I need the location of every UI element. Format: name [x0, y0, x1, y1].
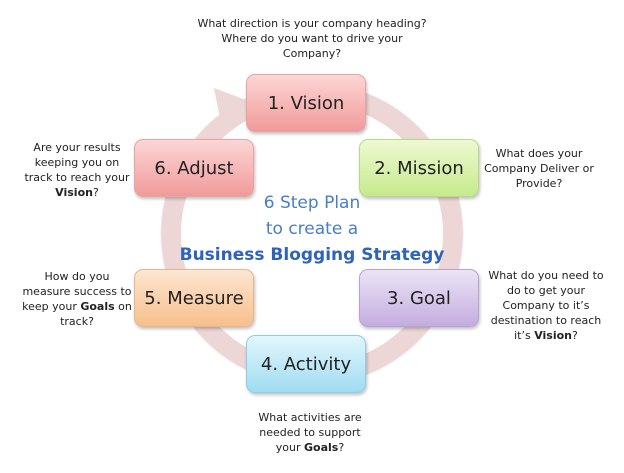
- question-line: Company Deliver or: [484, 162, 594, 175]
- title-line: Business Blogging Strategy: [179, 245, 445, 265]
- emphasis: Vision: [534, 329, 573, 342]
- question-line: Provide?: [515, 177, 563, 190]
- question-line: your Goals?: [250, 440, 370, 455]
- question-line: Are your results: [33, 141, 121, 154]
- question-line: do to get your: [506, 284, 586, 297]
- question-line: destination to reach: [490, 314, 602, 327]
- step-vision: 1. Vision: [246, 74, 366, 132]
- step-label: 3. Goal: [387, 287, 451, 309]
- emphasis: Vision: [55, 186, 93, 199]
- text: on: [114, 300, 132, 313]
- question-line: keep your Goals on: [18, 299, 136, 314]
- step-goal: 3. Goal: [359, 269, 479, 327]
- step-label: 4. Activity: [260, 353, 352, 375]
- text: your: [275, 441, 305, 454]
- question-line: What do you need to: [488, 269, 604, 282]
- emphasis: Goals: [80, 300, 115, 313]
- step-mission: 2. Mission: [359, 139, 479, 197]
- step-activity: 4. Activity: [246, 335, 366, 393]
- text: ?: [92, 186, 99, 199]
- question-line: track to reach your: [24, 171, 130, 184]
- question-line: Company?: [282, 47, 342, 60]
- question-vision: What direction is your company heading? …: [162, 16, 462, 61]
- question-line: keeping you on: [34, 156, 120, 169]
- diagram-title: 6 Step Plan to create a Business Bloggin…: [170, 190, 454, 268]
- step-label: 5. Measure: [144, 287, 244, 309]
- question-line: What direction is your company heading?: [197, 17, 427, 30]
- question-line: Company to it’s: [502, 299, 590, 312]
- step-label: 1. Vision: [267, 92, 345, 114]
- text: ?: [572, 329, 578, 342]
- question-line: Vision?: [18, 185, 136, 200]
- question-line: How do you: [44, 270, 110, 283]
- question-mission: What does your Company Deliver or Provid…: [480, 146, 598, 191]
- emphasis: Goals: [304, 441, 339, 454]
- question-goal: What do you need to do to get your Compa…: [484, 268, 608, 343]
- text: keep your: [22, 300, 81, 313]
- text: ?: [338, 441, 345, 454]
- title-line: to create a: [265, 219, 359, 239]
- question-activity: What activities are needed to support yo…: [250, 410, 370, 455]
- text: it’s: [514, 329, 535, 342]
- question-line: track?: [60, 315, 94, 328]
- question-measure: How do you measure success to keep your …: [18, 269, 136, 329]
- question-line: Where do you want to drive your: [221, 32, 403, 45]
- step-adjust: 6. Adjust: [134, 139, 254, 197]
- question-line: What does your: [495, 147, 583, 160]
- question-adjust: Are your results keeping you on track to…: [18, 140, 136, 200]
- question-line: measure success to: [22, 285, 132, 298]
- question-line: What activities are: [258, 411, 362, 424]
- step-label: 2. Mission: [374, 157, 464, 179]
- step-label: 6. Adjust: [154, 157, 234, 179]
- arrow-head-icon: [214, 88, 246, 128]
- question-line: it’s Vision?: [484, 328, 608, 343]
- title-line: 6 Step Plan: [263, 193, 361, 213]
- question-line: needed to support: [259, 426, 361, 439]
- step-measure: 5. Measure: [134, 269, 254, 327]
